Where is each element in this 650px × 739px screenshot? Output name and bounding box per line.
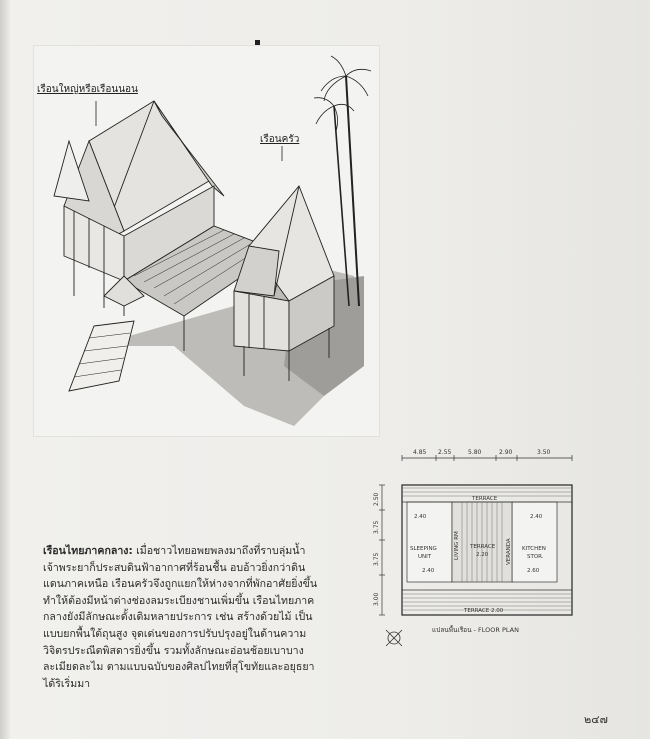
room-center-1: TERRACE [469,544,496,550]
dim-side-5: 3.00 [373,592,380,606]
page-number: ๒๔๗ [584,713,608,726]
dim-top-2: 2.55 [438,449,452,456]
caption-paragraph: เรือนไทยภาคกลาง: เมื่อชาวไทยอพยพลงมาถึงท… [43,543,325,692]
room-right-name-1: KITCHEN [522,546,546,552]
dim-side-1: 2.50 [373,492,380,506]
room-center-2: 2.20 [476,552,489,558]
room-living: LIVING RM [454,531,460,560]
label-main-house: เรือนใหญ่หรือเรือนนอน [37,84,138,95]
dim-side-3: 3.75 [373,552,380,566]
page-gutter [0,0,10,739]
room-left-area-2: 2.40 [422,568,435,574]
north-arrow-icon [385,629,403,647]
room-right-name-2: STOR. [527,554,544,560]
room-terrace-bottom: TERRACE 2.00 [463,608,504,614]
floor-plan-caption: แปลนพื้นเรือน - FLOOR PLAN [432,626,519,634]
dim-top-4: 2.90 [499,449,513,456]
dim-top-5: 3.50 [537,449,551,456]
caption-heading: เรือนไทยภาคกลาง: [43,545,133,557]
label-kitchen-house: เรือนครัว [260,134,300,145]
dim-top-3: 5.80 [468,449,482,456]
room-left-area: 2.40 [414,514,427,520]
dim-top-1: 4.85 [413,449,427,456]
room-veranda: VERANDA [506,538,512,565]
caption-body: เมื่อชาวไทยอพยพลงมาถึงที่ราบลุ่มน้ำเจ้าพ… [43,545,318,690]
room-right-area-2: 2.60 [527,568,540,574]
room-terrace-top: TERRACE [471,496,498,502]
house-sketch-drawing [53,55,372,426]
house-sketch-illustration: เรือนใหญ่หรือเรือนนอน เรือนครัว [33,45,380,437]
print-mark [255,40,260,45]
floor-plan: 4.85 2.55 5.80 2.90 3.50 2.50 3.75 3.75 … [372,440,592,650]
room-left-name-2: UNIT [418,554,432,560]
room-left-name-1: SLEEPING [410,546,437,552]
room-right-area: 2.40 [530,514,543,520]
floor-plan-drawing: 4.85 2.55 5.80 2.90 3.50 2.50 3.75 3.75 … [373,449,573,647]
dim-side-2: 3.75 [373,520,380,534]
